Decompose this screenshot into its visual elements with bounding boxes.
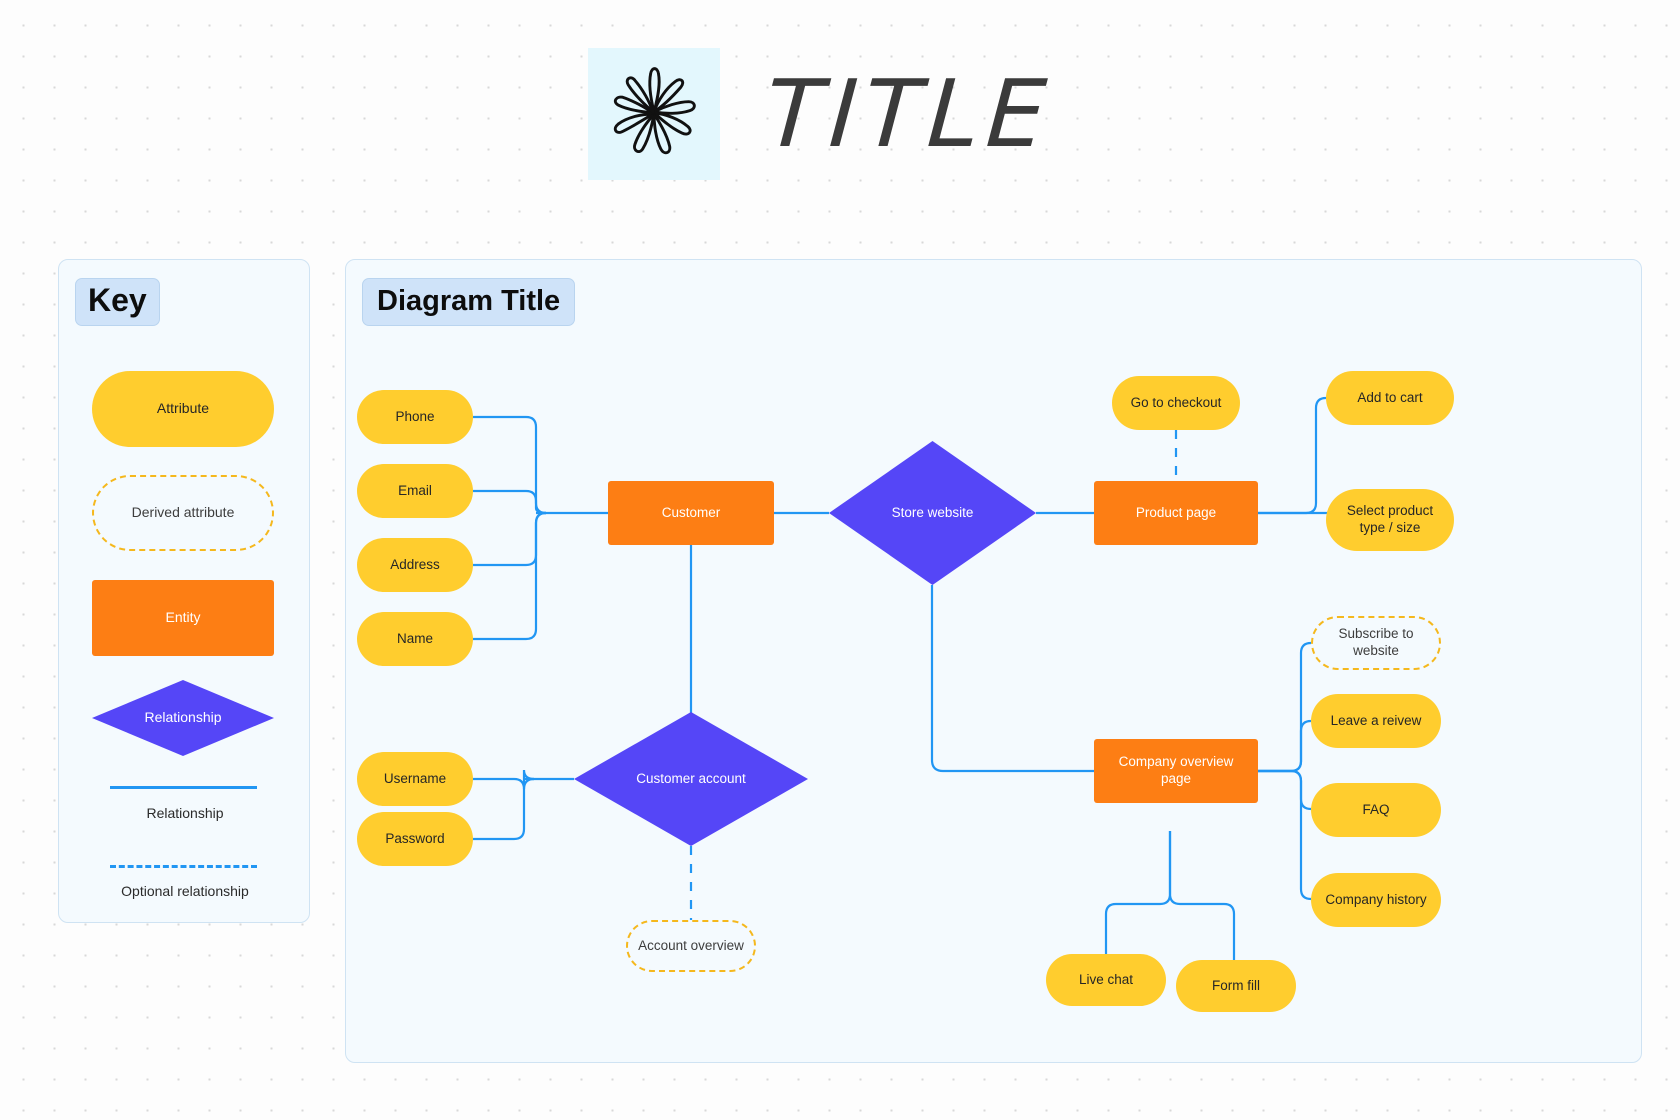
key-panel-title: Key [75,278,160,326]
node-customer-account[interactable]: Customer account [574,712,808,846]
node-email-label: Email [398,482,432,498]
node-form-fill[interactable]: Form fill [1176,960,1296,1012]
page-title: TITLE [762,60,1057,168]
node-subscribe-to-website[interactable]: Subscribe to website [1311,616,1441,670]
node-subscribe-to-website-label: Subscribe to website [1338,626,1414,658]
key-item-entity[interactable]: Entity [92,580,274,656]
node-add-to-cart-label: Add to cart [1357,389,1423,405]
node-company-overview-page[interactable]: Company overview page [1094,739,1258,803]
node-store-website-label: Store website [891,504,974,520]
node-faq-label: FAQ [1362,801,1390,817]
node-store-website[interactable]: Store website [829,441,1036,585]
node-company-history[interactable]: Company history [1311,873,1441,927]
node-live-chat-label: Live chat [1078,971,1134,987]
node-username[interactable]: Username [357,752,473,806]
node-product-page[interactable]: Product page [1094,481,1258,545]
node-add-to-cart[interactable]: Add to cart [1326,371,1454,425]
node-company-history-label: Company history [1325,891,1427,907]
node-account-overview[interactable]: Account overview [626,920,756,972]
key-item-attribute[interactable]: Attribute [92,371,274,447]
page-header: TITLE [588,48,1057,180]
node-phone[interactable]: Phone [357,390,473,444]
key-item-attribute-label: Attribute [156,400,210,417]
key-panel: Key Attribute Derived attribute Entity R… [58,259,310,923]
node-name-label: Name [396,630,433,646]
key-legend-solid-label: Relationship [146,805,224,821]
key-legend-solid-line-icon [110,786,257,789]
node-faq[interactable]: FAQ [1311,783,1441,837]
node-leave-a-review-label: Leave a reivew [1330,712,1422,728]
diagram-panel-title: Diagram Title [362,278,576,327]
node-phone-label: Phone [395,408,435,424]
diagram-panel: Diagram Title [345,259,1642,1063]
node-customer[interactable]: Customer [608,481,774,545]
node-select-product-type-label: Select product type / size [1346,503,1434,535]
node-address[interactable]: Address [357,538,473,592]
node-leave-a-review[interactable]: Leave a reivew [1311,694,1441,748]
node-customer-label: Customer [661,504,721,520]
node-select-product-type[interactable]: Select product type / size [1326,489,1454,551]
node-name[interactable]: Name [357,612,473,666]
flower-doodle-icon [588,48,720,180]
node-password-label: Password [385,830,445,846]
node-form-fill-label: Form fill [1212,977,1260,993]
node-email[interactable]: Email [357,464,473,518]
key-item-entity-label: Entity [165,609,201,626]
node-account-overview-label: Account overview [638,937,744,953]
node-customer-account-label: Customer account [636,770,746,786]
key-item-derived-attribute[interactable]: Derived attribute [92,475,274,551]
node-go-to-checkout[interactable]: Go to checkout [1112,376,1240,430]
key-legend-dashed-label: Optional relationship [121,883,249,899]
node-address-label: Address [390,556,440,572]
node-product-page-label: Product page [1135,504,1217,520]
node-company-overview-page-label: Company overview page [1118,754,1234,786]
node-password[interactable]: Password [357,812,473,866]
node-go-to-checkout-label: Go to checkout [1130,394,1222,410]
key-legend-dashed-line-icon [110,865,257,868]
node-username-label: Username [383,770,447,786]
key-item-derived-attribute-label: Derived attribute [131,504,235,521]
key-item-relationship[interactable]: Relationship [92,680,274,756]
node-live-chat[interactable]: Live chat [1046,954,1166,1006]
key-item-relationship-label: Relationship [144,709,222,726]
